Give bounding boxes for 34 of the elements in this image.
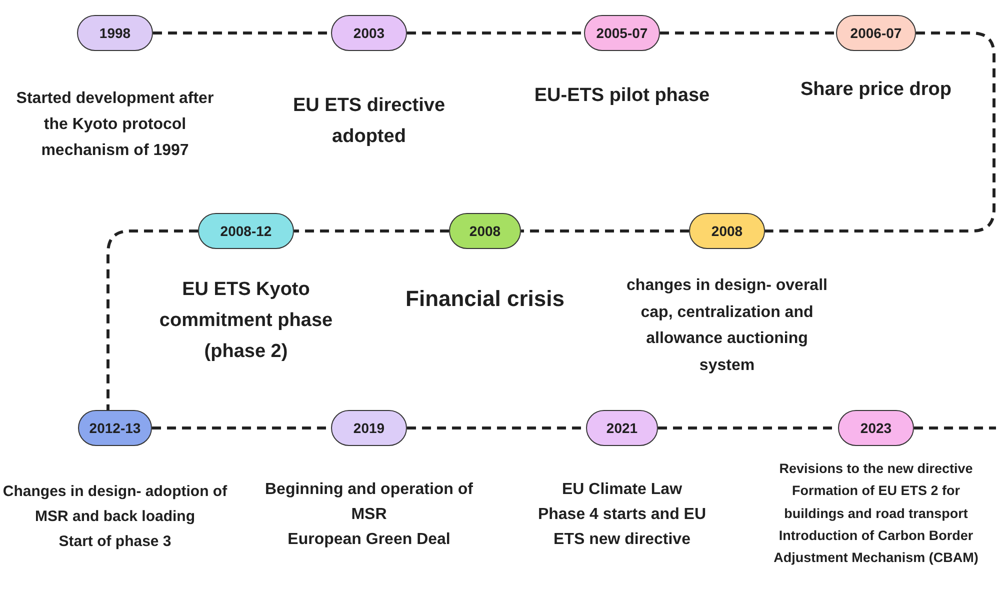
year-pill: 2008-12 [198, 213, 294, 249]
event-description: Revisions to the new directive [779, 460, 973, 478]
event-description: Financial crisis [406, 285, 564, 313]
year-pill: 2003 [331, 15, 407, 51]
event-description: Changes in design- adoption of MSR and back loading [2, 482, 228, 527]
year-pill: 2012-13 [78, 410, 152, 446]
year-pill: 2006-07 [836, 15, 916, 51]
event-description: EU ETS Kyoto commitment phase (phase 2) [158, 278, 334, 364]
event-description: Formation of EU ETS 2 for buildings and road transport [783, 482, 969, 523]
year-pill: 2021 [586, 410, 658, 446]
dashed-connector [294, 230, 449, 232]
year-pill: 2005-07 [584, 15, 660, 51]
year-pill: 2019 [331, 410, 407, 446]
event-description: Beginning and operation of MSR [264, 480, 474, 525]
dashed-connector [660, 32, 836, 34]
event-description: EU ETS directive adopted [292, 94, 446, 149]
event-description: European Green Deal [288, 530, 450, 550]
year-pill: 1998 [77, 15, 153, 51]
event-description: EU-ETS pilot phase [534, 84, 710, 108]
event-description: Started development after the Kyoto protocol mechanism of 1997 [15, 89, 215, 161]
event-description: Introduction of Carbon Border Adjustment Mechanism (CBAM) [772, 526, 980, 568]
dashed-connector [407, 32, 584, 34]
year-pill: 2008 [449, 213, 521, 249]
year-pill: 2023 [838, 410, 914, 446]
event-description: Share price drop [800, 78, 952, 102]
event-description: EU Climate Law [562, 480, 682, 500]
event-description: changes in design- overall cap, centralization and allowance auctioning system [626, 276, 828, 376]
dashed-connector [765, 32, 996, 232]
event-description: Start of phase 3 [58, 532, 172, 552]
event-description: Phase 4 starts and EU ETS new directive [536, 505, 708, 550]
dashed-connector [106, 230, 198, 410]
dashed-connector [914, 426, 996, 430]
dashed-connector [521, 230, 689, 232]
year-pill: 2008 [689, 213, 765, 249]
